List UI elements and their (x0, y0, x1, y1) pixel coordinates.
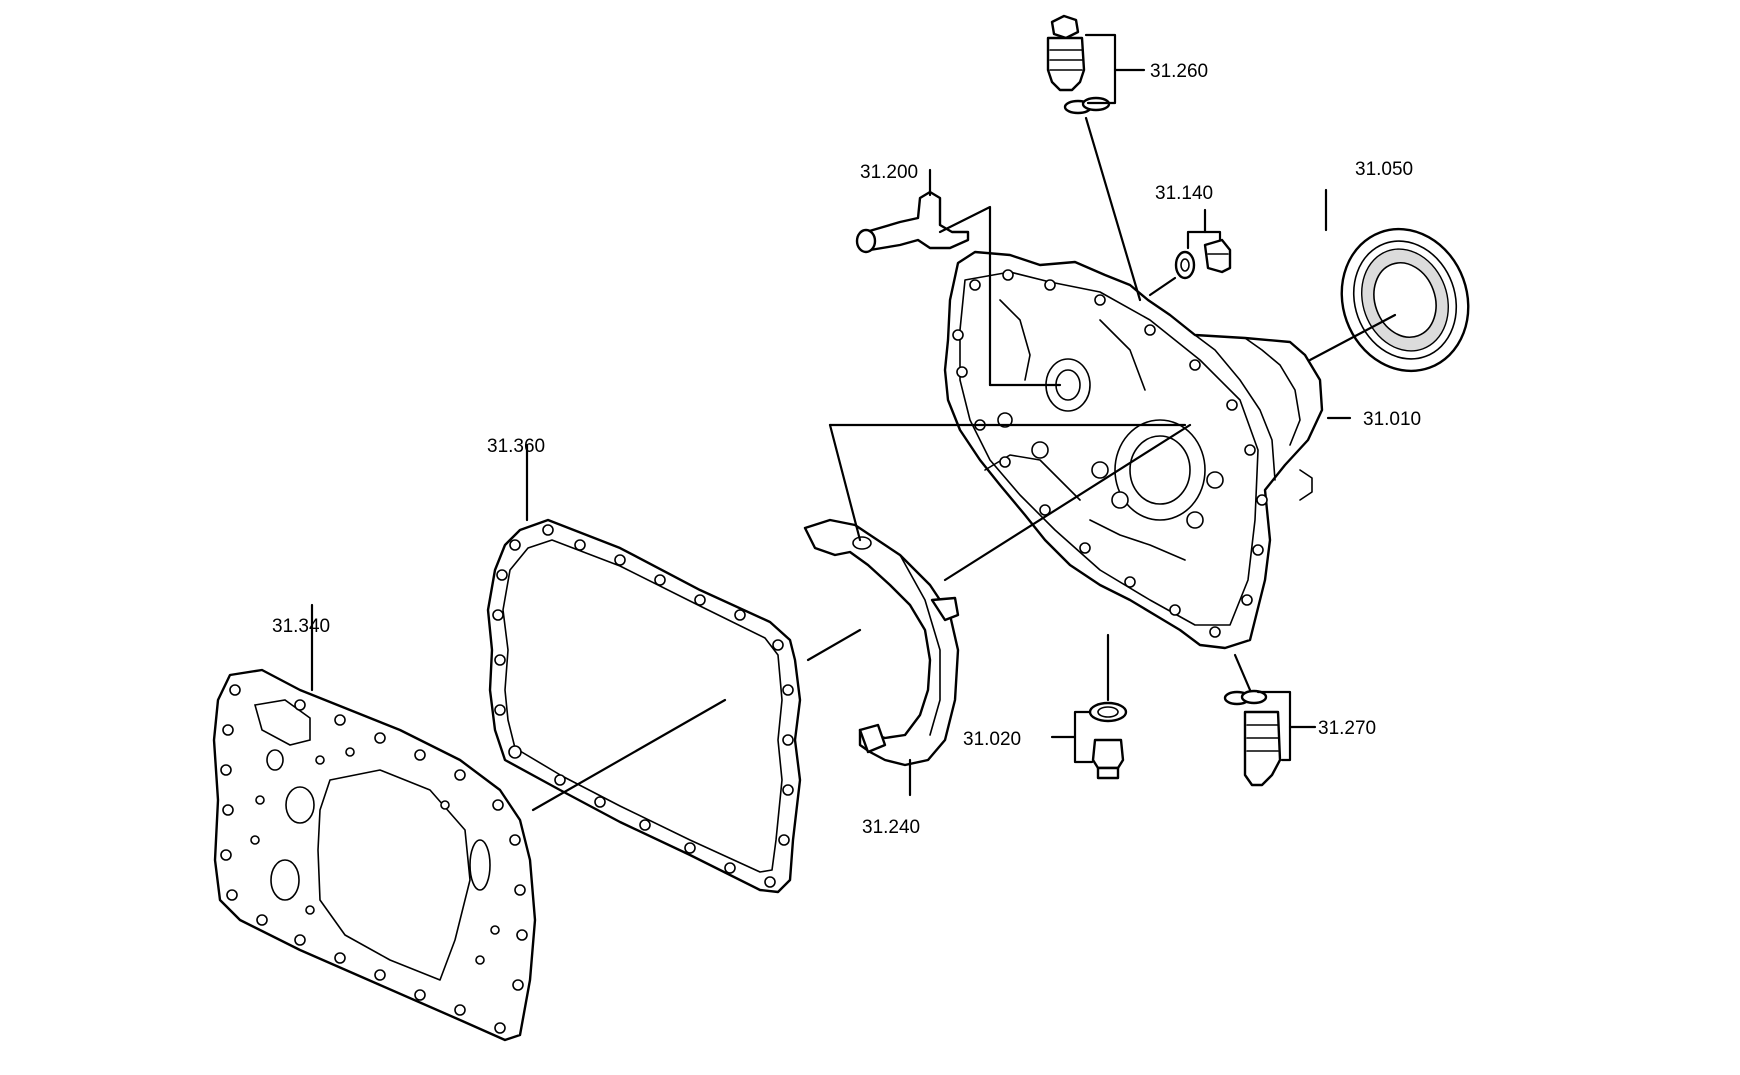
housing-31010 (943, 250, 1324, 650)
gasket-31360 (486, 518, 802, 894)
fork-31240 (803, 518, 960, 767)
callout-31260: 31.260 (1150, 61, 1208, 82)
callout-31010: 31.010 (1363, 409, 1421, 430)
callout-31240: 31.240 (862, 817, 920, 838)
callout-31270: 31.270 (1318, 718, 1376, 739)
callout-31360: 31.360 (487, 436, 545, 457)
callout-31200: 31.200 (860, 162, 918, 183)
callout-31020: 31.020 (963, 729, 1021, 750)
callout-31340: 31.340 (272, 616, 330, 637)
fitting-31260 (1046, 14, 1111, 115)
hose-31200 (855, 190, 970, 254)
plug-31140 (1174, 238, 1232, 280)
fitting-31270 (1223, 689, 1282, 787)
callout-31140: 31.140 (1155, 183, 1213, 204)
callout-31050: 31.050 (1355, 159, 1413, 180)
plug-31020 (1088, 701, 1128, 780)
plate-31340 (212, 668, 537, 1042)
seal-31050 (1340, 227, 1470, 373)
